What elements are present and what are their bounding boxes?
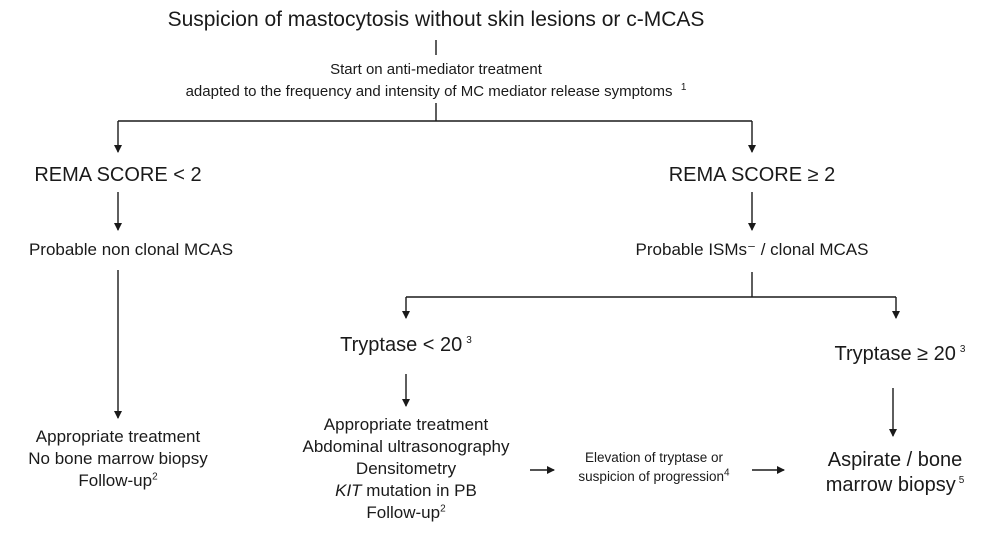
diagram-title: Suspicion of mastocytosis without skin l… — [167, 8, 705, 31]
footnote-marker: 2 — [152, 471, 158, 483]
left-outcome-line3: Follow-up2 — [78, 471, 158, 490]
left-outcome-line1: Appropriate treatment — [35, 427, 201, 446]
footnote-marker: 4 — [724, 467, 730, 479]
probable-clonal-mcas: Probable ISMs⁻ / clonal MCAS — [635, 240, 869, 259]
left-outcome-line2: No bone marrow biopsy — [28, 449, 208, 468]
low-outcome-line4: KIT mutation in PB — [335, 481, 477, 500]
footnote-marker: 2 — [440, 503, 446, 515]
footnote-marker: 1 — [680, 82, 687, 93]
treatment-line1: Start on anti-mediator treatment — [330, 61, 542, 78]
low-outcome-line2: Abdominal ultrasonography — [302, 437, 510, 456]
low-outcome-line5: Follow-up2 — [366, 503, 446, 522]
rema-score-high: REMA SCORE ≥ 2 — [668, 164, 836, 186]
footnote-marker: 3 — [466, 335, 472, 347]
treatment-line2: adapted to the frequency and intensity o… — [185, 82, 687, 101]
progression-line1: Elevation of tryptase or — [584, 450, 724, 465]
treatment-start: Start on anti-mediator treatment adapted… — [0, 59, 872, 103]
rema-score-low: REMA SCORE < 2 — [34, 164, 202, 186]
progression-criteria: Elevation of tryptase or suspicion of pr… — [552, 448, 756, 486]
footnote-marker: 5 — [958, 475, 965, 487]
progression-line2: suspicion of progression4 — [578, 467, 730, 484]
biopsy-line1: Aspirate / bone — [827, 449, 963, 471]
probable-nonclonal-mcas: Probable non clonal MCAS — [28, 240, 234, 259]
low-tryptase-outcome: Appropriate treatment Abdominal ultrason… — [274, 414, 538, 524]
low-outcome-line3: Densitometry — [355, 459, 457, 478]
left-outcome: Appropriate treatment No bone marrow bio… — [0, 426, 236, 492]
footnote-marker: 3 — [959, 344, 966, 356]
low-outcome-line1: Appropriate treatment — [323, 415, 489, 434]
